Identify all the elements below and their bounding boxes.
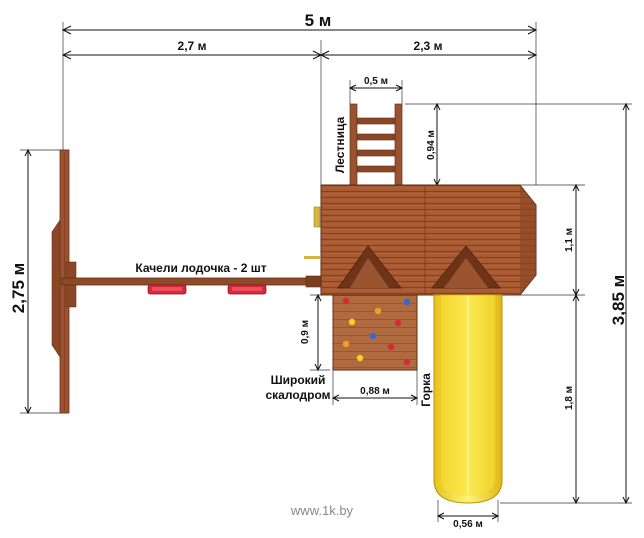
climbing-wall xyxy=(332,294,418,371)
wall-height-label: 0,9 м xyxy=(300,320,311,344)
slide-label: Горка xyxy=(419,373,433,407)
ladder-length-label: 0,94 м xyxy=(426,130,437,160)
wall-width-label: 0,88 м xyxy=(360,386,390,397)
ladder-label: Лестница xyxy=(333,117,347,174)
climbing-holds xyxy=(342,297,411,366)
total-height-label: 3,85 м xyxy=(609,275,628,325)
ladder-width-label: 0,5 м xyxy=(364,76,388,87)
swing-frame xyxy=(51,149,322,414)
dimension-lines xyxy=(24,25,630,520)
swings-label: Качели лодочка - 2 шт xyxy=(135,261,266,275)
tower-platform xyxy=(304,184,537,296)
climbing-wall-label-line1: Широкий xyxy=(271,373,326,387)
right-width-label: 2,3 м xyxy=(414,39,443,53)
ladder xyxy=(349,103,403,187)
slide xyxy=(433,294,503,504)
swing-height-label: 2,75 м xyxy=(9,263,28,313)
climbing-wall-label-line2: скалодром xyxy=(266,388,331,402)
total-width-label: 5 м xyxy=(305,11,332,30)
left-width-label: 2,7 м xyxy=(178,39,207,53)
extension-lines xyxy=(20,22,632,522)
slide-length-label: 1,8 м xyxy=(564,386,575,410)
swing-seat-2 xyxy=(227,284,267,295)
swing-seat-1 xyxy=(147,284,187,295)
tower-depth-label: 1,1 м xyxy=(564,228,575,252)
watermark: www.1k.by xyxy=(290,503,354,518)
slide-width-label: 0,56 м xyxy=(453,519,483,530)
